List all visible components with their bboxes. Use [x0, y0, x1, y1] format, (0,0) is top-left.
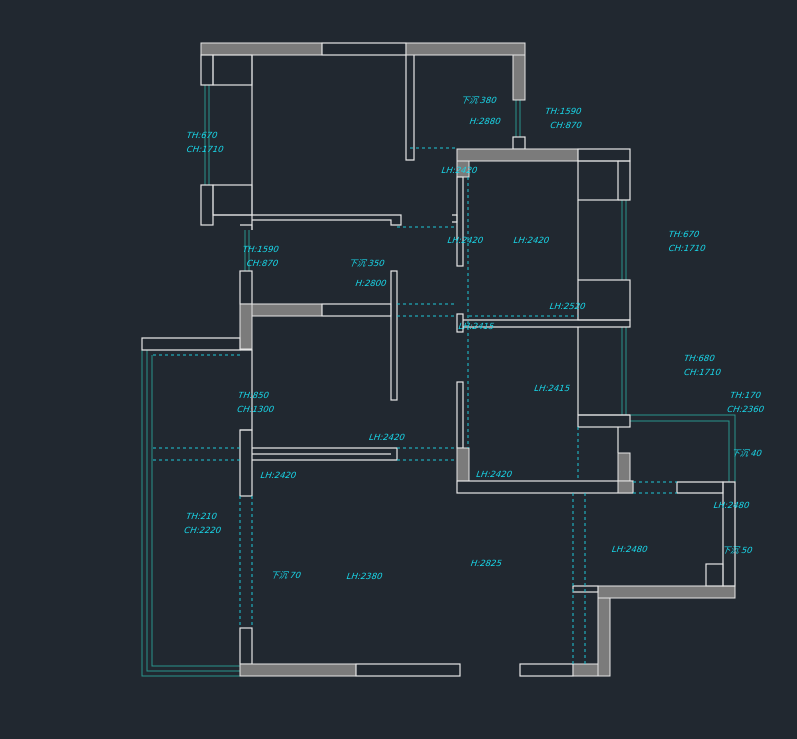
- wall-room1-bottom: [213, 214, 402, 226]
- walls: [141, 42, 736, 677]
- label-lh: LH:2415: [458, 322, 495, 332]
- label-lh: LH:2420: [476, 470, 513, 480]
- wall-mid-vertical: [390, 270, 398, 401]
- label-sunk: 下沉 350: [348, 258, 385, 269]
- wall-kitchen-pillar: [705, 563, 724, 587]
- label-sunk: 下沉 40: [731, 448, 763, 459]
- label-ch: CH:1300: [237, 405, 275, 415]
- wall-mid-left-fill: [239, 303, 253, 350]
- wall-living-left-2: [239, 429, 253, 497]
- window-lines: [141, 85, 736, 677]
- wall-kitchen-top: [676, 481, 724, 494]
- label-lh: LH:2480: [611, 545, 648, 555]
- label-lh: LH:2420: [513, 236, 550, 246]
- label-ch: CH:870: [550, 121, 583, 131]
- label-h: H:2880: [469, 117, 501, 127]
- wall-bedroom-divider: [463, 319, 631, 328]
- label-lh: LH:2420: [447, 236, 484, 246]
- label-lh: LH:2520: [549, 302, 586, 312]
- label-th: TH:210: [186, 512, 218, 522]
- label-h: H:2800: [355, 279, 387, 289]
- label-lh: LH:2420: [260, 471, 297, 481]
- wall-bedroom-divider-stub: [456, 313, 464, 333]
- label-ch: CH:2220: [184, 526, 222, 536]
- wall-closet-upper: [577, 160, 619, 201]
- wall-mid-horizontal: [251, 303, 323, 317]
- wall-bedroom2-right-upper: [618, 160, 631, 201]
- label-lh: LH:2415: [534, 384, 571, 394]
- wall-living-divider: [252, 447, 398, 461]
- label-sunk: 下沉 50: [721, 545, 753, 556]
- label-lh: LH:2420: [441, 166, 478, 176]
- label-lh: LH:2480: [713, 501, 750, 511]
- label-ch: CH:2360: [727, 405, 765, 415]
- label-th: TH:670: [186, 131, 218, 141]
- label-th: TH:1590: [242, 245, 279, 255]
- label-th: TH:850: [238, 391, 270, 401]
- label-ch: CH:1710: [683, 368, 721, 378]
- wall-bedroom2-top: [456, 148, 579, 162]
- wall-bedroom3-corner: [617, 452, 631, 482]
- wall-bottom-left: [239, 663, 357, 677]
- wall-bedroom3-left-fill: [456, 447, 470, 482]
- wall-top-right: [405, 42, 526, 56]
- wall-kitchen-bottom: [597, 585, 736, 599]
- label-th: TH:1590: [545, 107, 582, 117]
- wall-bottom-corner: [572, 663, 599, 677]
- label-sunk: 下沉 70: [270, 570, 302, 581]
- label-h: H:2825: [470, 559, 502, 569]
- wall-bottom-window: [355, 663, 461, 677]
- label-ch: CH:1710: [186, 145, 224, 155]
- wall-bedroom3-bottom-fill: [617, 480, 634, 494]
- annotations: TH:670 CH:1710 下沉 380 H:2880 TH:1590 CH:…: [184, 95, 765, 582]
- wall-bedroom3-right: [577, 414, 631, 428]
- wall-partition-top: [405, 55, 415, 161]
- label-th: TH:170: [730, 391, 762, 401]
- label-sunk: 下沉 380: [460, 95, 497, 106]
- dashed-lines: [153, 147, 677, 664]
- wall-kitchen-right: [722, 481, 736, 587]
- label-ch: CH:870: [246, 259, 279, 269]
- wall-top-left: [200, 42, 323, 56]
- label-lh: LH:2380: [346, 572, 383, 582]
- wall-right-upper: [512, 54, 526, 101]
- wall-stub: [240, 224, 253, 230]
- label-th: TH:680: [683, 354, 715, 364]
- label-lh: LH:2420: [368, 433, 405, 443]
- wall-jamb: [452, 214, 458, 223]
- label-th: TH:670: [668, 230, 700, 240]
- label-ch: CH:1710: [668, 244, 706, 254]
- wall-kitchen-left: [597, 585, 611, 677]
